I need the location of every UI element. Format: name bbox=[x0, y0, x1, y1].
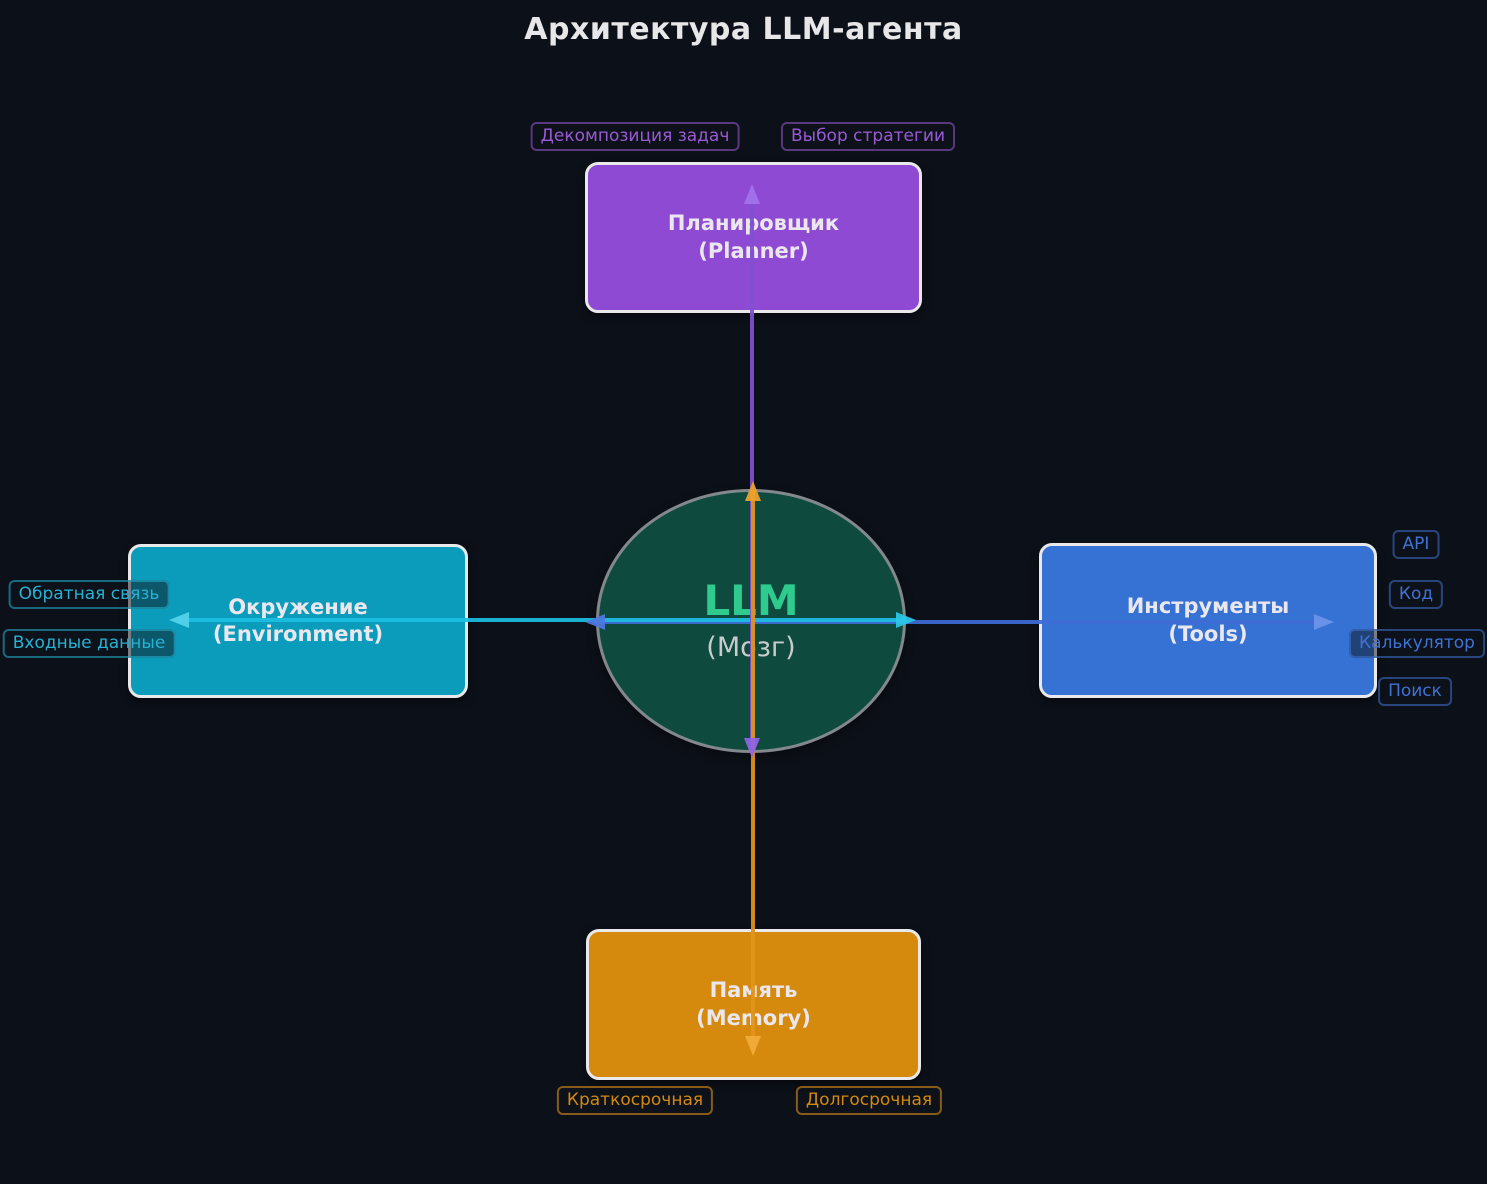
memory-sublabel: (Memory) bbox=[696, 1005, 811, 1030]
memory-tag-short-term: Краткосрочная bbox=[556, 1086, 714, 1116]
tools-sublabel: (Tools) bbox=[1168, 621, 1248, 646]
tools-label: Инструменты bbox=[1126, 594, 1290, 619]
planner-tag-strategy: Выбор стратегии bbox=[780, 122, 956, 152]
environment-tag-feedback: Обратная связь bbox=[8, 580, 170, 610]
llm-core-node: LLM (Мозг) bbox=[596, 489, 906, 753]
environment-tag-input: Входные данные bbox=[2, 629, 176, 659]
tools-node: Инструменты (Tools) bbox=[1039, 543, 1377, 698]
diagram-title: Архитектура LLM-агента bbox=[524, 12, 963, 47]
tools-tag-code: Код bbox=[1388, 580, 1444, 610]
environment-sublabel: (Environment) bbox=[212, 622, 384, 646]
planner-sublabel: (Planner) bbox=[698, 238, 809, 263]
tools-tag-api: API bbox=[1392, 530, 1440, 560]
tools-tag-calculator: Калькулятор bbox=[1349, 629, 1485, 659]
environment-node: Окружение (Environment) bbox=[128, 544, 468, 698]
planner-tag-decomposition: Декомпозиция задач bbox=[530, 122, 740, 152]
planner-node: Планировщик (Planner) bbox=[585, 162, 922, 313]
llm-sublabel: (Мозг) bbox=[706, 631, 796, 663]
planner-label: Планировщик bbox=[667, 211, 840, 236]
memory-node: Память (Memory) bbox=[586, 929, 921, 1080]
environment-label: Окружение bbox=[228, 594, 368, 619]
memory-label: Память bbox=[709, 978, 798, 1003]
memory-tag-long-term: Долгосрочная bbox=[795, 1086, 943, 1116]
llm-label: LLM bbox=[703, 576, 799, 626]
tools-tag-search: Поиск bbox=[1378, 677, 1452, 707]
